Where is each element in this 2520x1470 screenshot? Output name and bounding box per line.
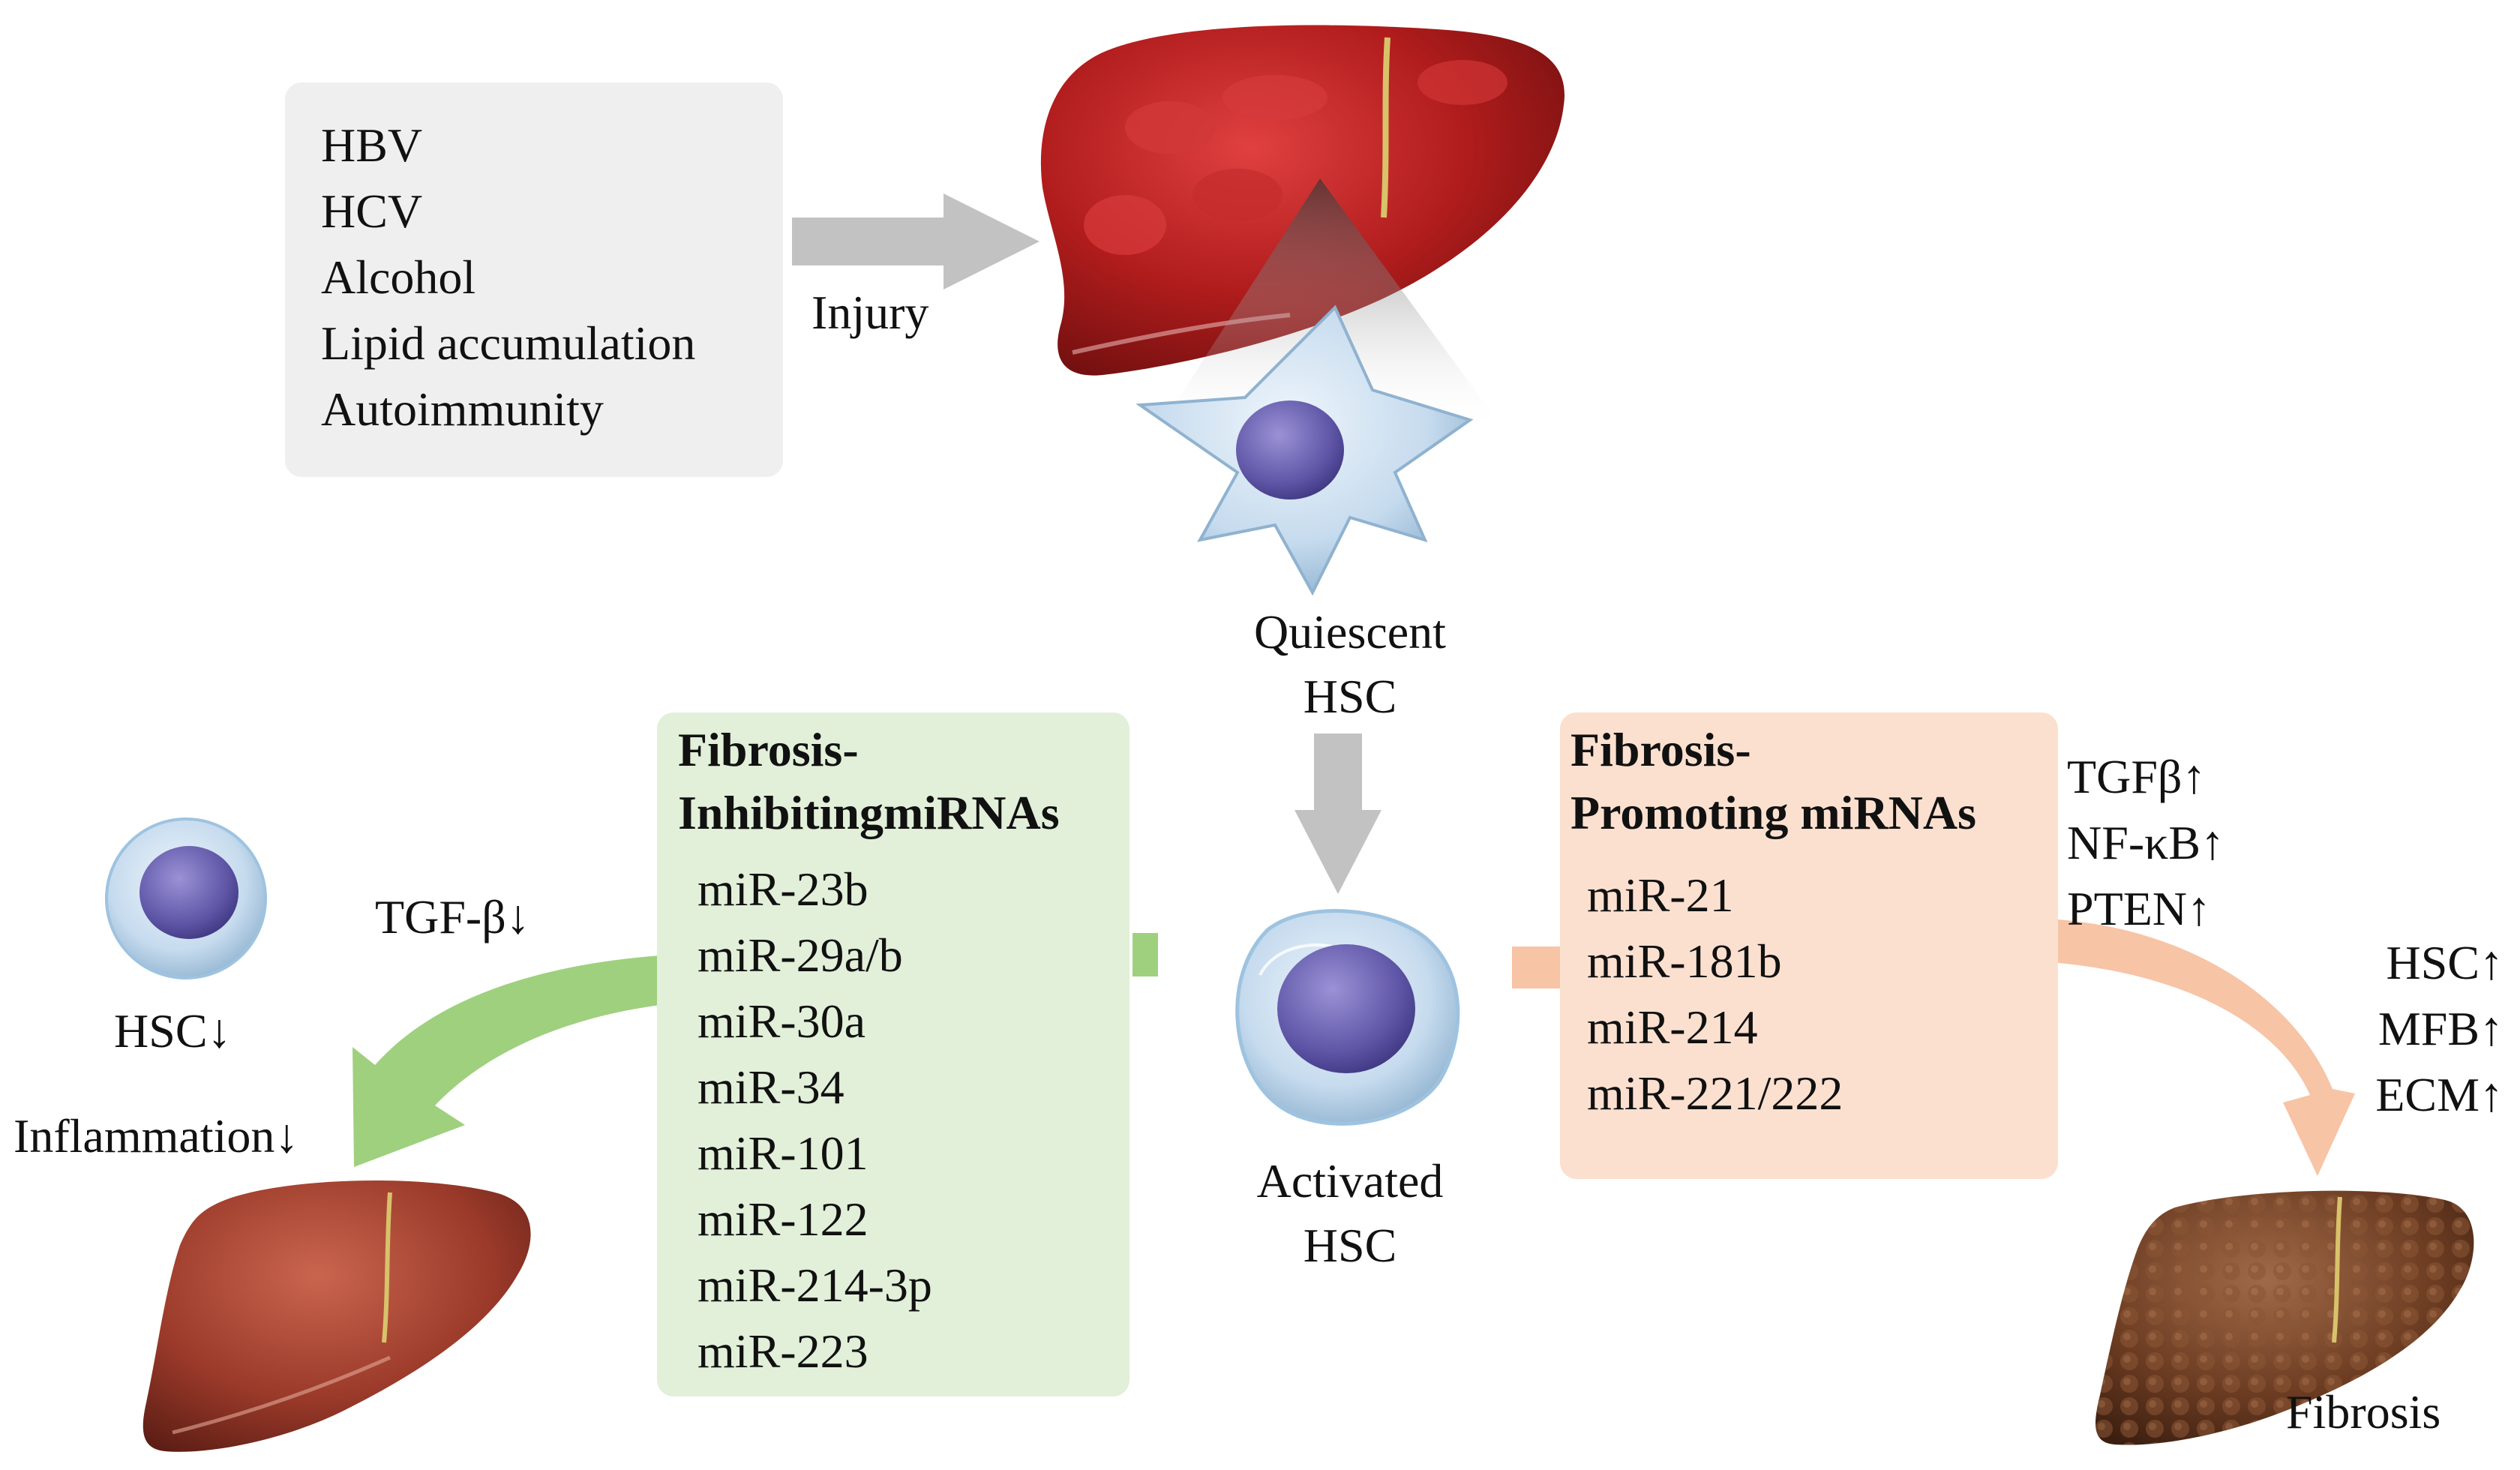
promote-arrow	[2058, 920, 2355, 1176]
cause-item: Autoimmunity	[321, 382, 604, 436]
quiescent-label-line1: Quiescent	[1254, 605, 1446, 658]
injury-arrow	[792, 194, 1040, 290]
mirna-item: miR-221/222	[1587, 1066, 1844, 1120]
mirna-item: miR-223	[698, 1324, 868, 1378]
effect-item: PTEN↑	[2067, 882, 2211, 935]
mirna-item: miR-30a	[698, 994, 866, 1048]
injury-label: Injury	[812, 286, 929, 339]
promoting-mirnas-box	[1560, 712, 2058, 1179]
promoting-title-line1: Fibrosis-	[1570, 723, 1751, 776]
cause-item: HCV	[321, 184, 423, 238]
inflammation-decrease-label: Inflammation↓	[14, 1109, 299, 1162]
healthy-liver-image	[142, 1180, 531, 1452]
activation-shade	[1155, 178, 1508, 435]
cause-item: Alcohol	[321, 250, 476, 304]
fibrosis-label: Fibrosis	[2286, 1385, 2441, 1438]
activated-label-line2: HSC	[1303, 1219, 1397, 1272]
inhibiting-mirnas-box	[657, 712, 1130, 1396]
outcome-item: MFB↑	[2378, 1002, 2504, 1055]
causes-list: HBV HCV Alcohol Lipid accumulation Autoi…	[321, 112, 695, 442]
effect-item: NF-κB↑	[2067, 816, 2225, 869]
promoting-effects-list: TGFβ↑ NF-κB↑ PTEN↑	[2067, 744, 2224, 942]
hsc-decrease-cell	[105, 818, 267, 980]
quiescent-label-line2: HSC	[1303, 670, 1397, 723]
mirna-item: miR-122	[698, 1192, 868, 1246]
promoting-outcomes-list: HSC↑ MFB↑ ECM↑	[2354, 930, 2504, 1128]
activated-hsc-cell	[1235, 909, 1460, 1126]
inhibiting-title-line2: InhibitingmiRNAs	[678, 786, 1060, 839]
activated-label-line1: Activated	[1256, 1154, 1444, 1208]
mirna-item: miR-23b	[698, 862, 868, 916]
mirna-item: miR-214-3p	[698, 1258, 932, 1312]
mirna-item: miR-101	[698, 1126, 868, 1180]
promoting-title-line2: Promoting miRNAs	[1570, 786, 1976, 839]
promoting-mirna-list: miR-21 miR-181b miR-214 miR-221/222	[1587, 862, 1843, 1126]
quiescent-hsc-cell	[1136, 304, 1474, 596]
inhibit-arrow	[352, 956, 660, 1167]
promoting-title: Fibrosis- Promoting miRNAs	[1570, 718, 1976, 844]
inhibiting-mirna-list: miR-23b miR-29a/b miR-30a miR-34 miR-101…	[698, 856, 932, 1384]
fibrotic-liver-image	[2096, 1190, 2474, 1445]
inhibiting-title-line1: Fibrosis-	[678, 723, 859, 776]
mirna-item: miR-214	[1587, 1000, 1758, 1054]
mirna-item: miR-34	[698, 1060, 844, 1114]
cause-item: Lipid accumulation	[321, 316, 696, 370]
damaged-liver-image	[1040, 25, 1565, 376]
mirna-item: miR-181b	[1587, 934, 1782, 988]
activation-arrow	[1294, 734, 1382, 894]
hsc-decrease-label: HSC↓	[114, 1004, 232, 1058]
mirna-item: miR-29a/b	[698, 928, 903, 982]
cause-item: HBV	[321, 118, 423, 172]
promote-connector	[1512, 946, 1560, 988]
causes-box	[285, 82, 783, 477]
outcome-item: ECM↑	[2375, 1068, 2504, 1121]
mirna-item: miR-21	[1587, 868, 1734, 922]
quiescent-hsc-label: Quiescent HSC	[1185, 600, 1515, 729]
activated-hsc-label: Activated HSC	[1185, 1149, 1515, 1278]
tgf-beta-decrease-label: TGF-β↓	[375, 890, 530, 944]
outcome-item: HSC↑	[2386, 936, 2504, 989]
effect-item: TGFβ↑	[2067, 750, 2206, 803]
inhibiting-title: Fibrosis- InhibitingmiRNAs	[678, 718, 1060, 844]
inhibit-connector	[1132, 933, 1158, 976]
